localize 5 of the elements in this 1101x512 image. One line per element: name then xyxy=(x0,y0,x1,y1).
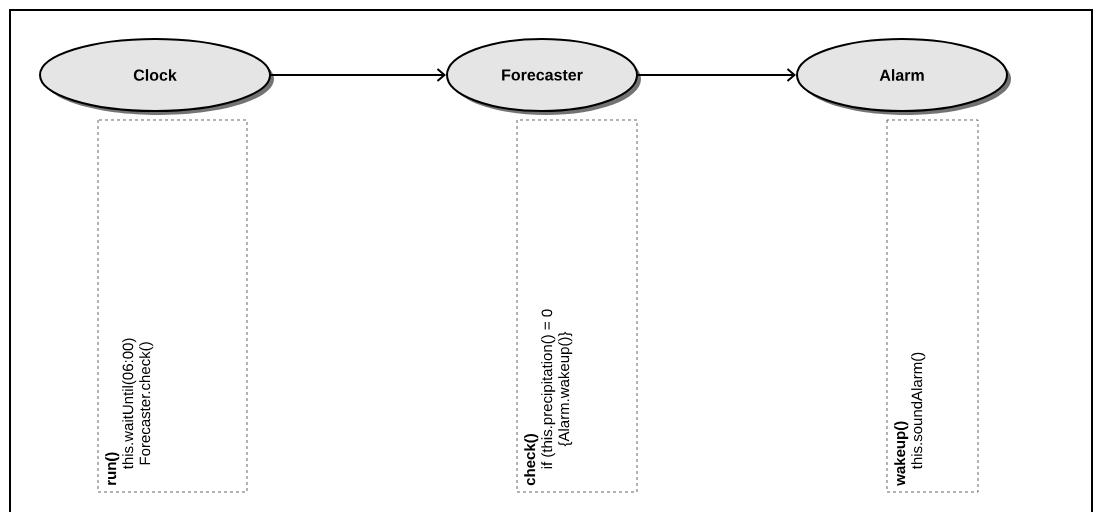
arrow xyxy=(637,68,796,82)
arrow xyxy=(270,68,446,82)
method-box: wakeup() this.soundAlarm() xyxy=(886,119,979,493)
method-box: run() this.waitUntil(06:00) Forecaster.check() xyxy=(97,119,248,493)
method-box: check() if (this.precipitation() = 0 {Alarm.wakeup()} xyxy=(516,119,638,493)
